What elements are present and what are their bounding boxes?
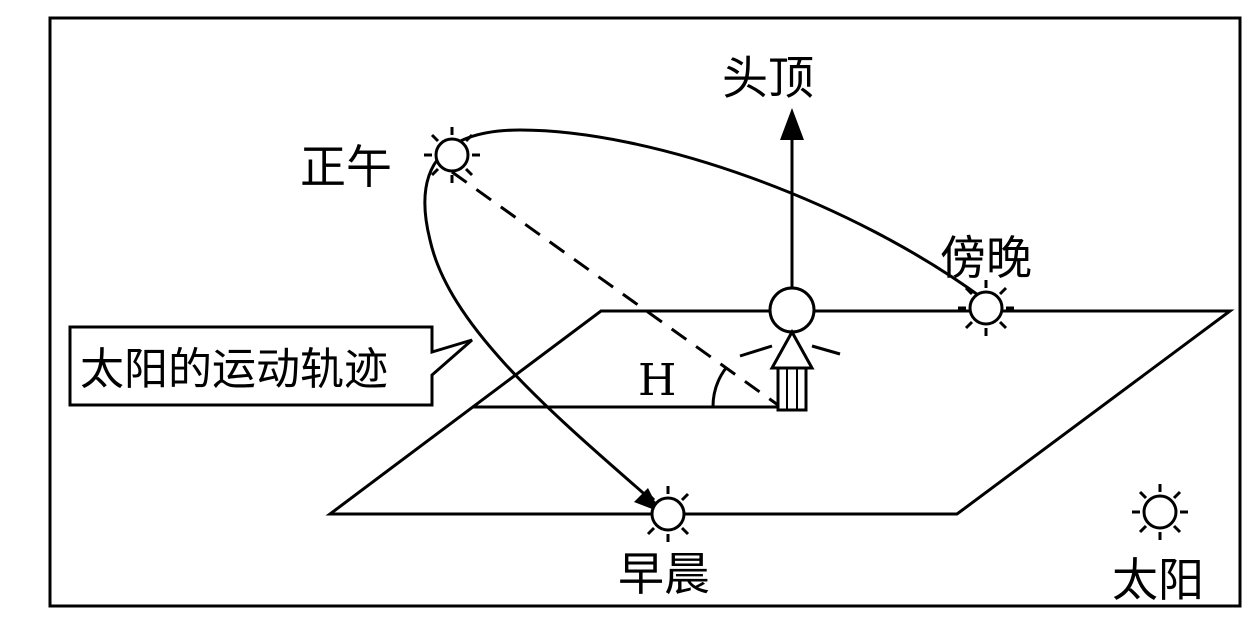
angle-arc — [711, 367, 728, 408]
sun-icon — [424, 127, 480, 183]
sun-path-label: 太阳的运动轨迹 — [80, 344, 388, 395]
noon-label: 正午 — [300, 140, 392, 194]
arrow-up-icon — [780, 108, 804, 140]
sun-legend-label: 太阳 — [1112, 553, 1204, 607]
sun-path-callout — [68, 325, 473, 407]
sun-icon — [640, 486, 696, 542]
evening-label: 傍晚 — [940, 231, 1032, 285]
angle-label: H — [638, 355, 676, 406]
sight-line — [451, 170, 779, 407]
morning-label: 早晨 — [618, 547, 710, 601]
ground-plane — [325, 309, 1235, 516]
person-icon — [739, 286, 841, 412]
sun-icon — [1132, 484, 1188, 540]
sun-icon — [958, 280, 1014, 336]
zenith-label: 头顶 — [722, 51, 814, 105]
